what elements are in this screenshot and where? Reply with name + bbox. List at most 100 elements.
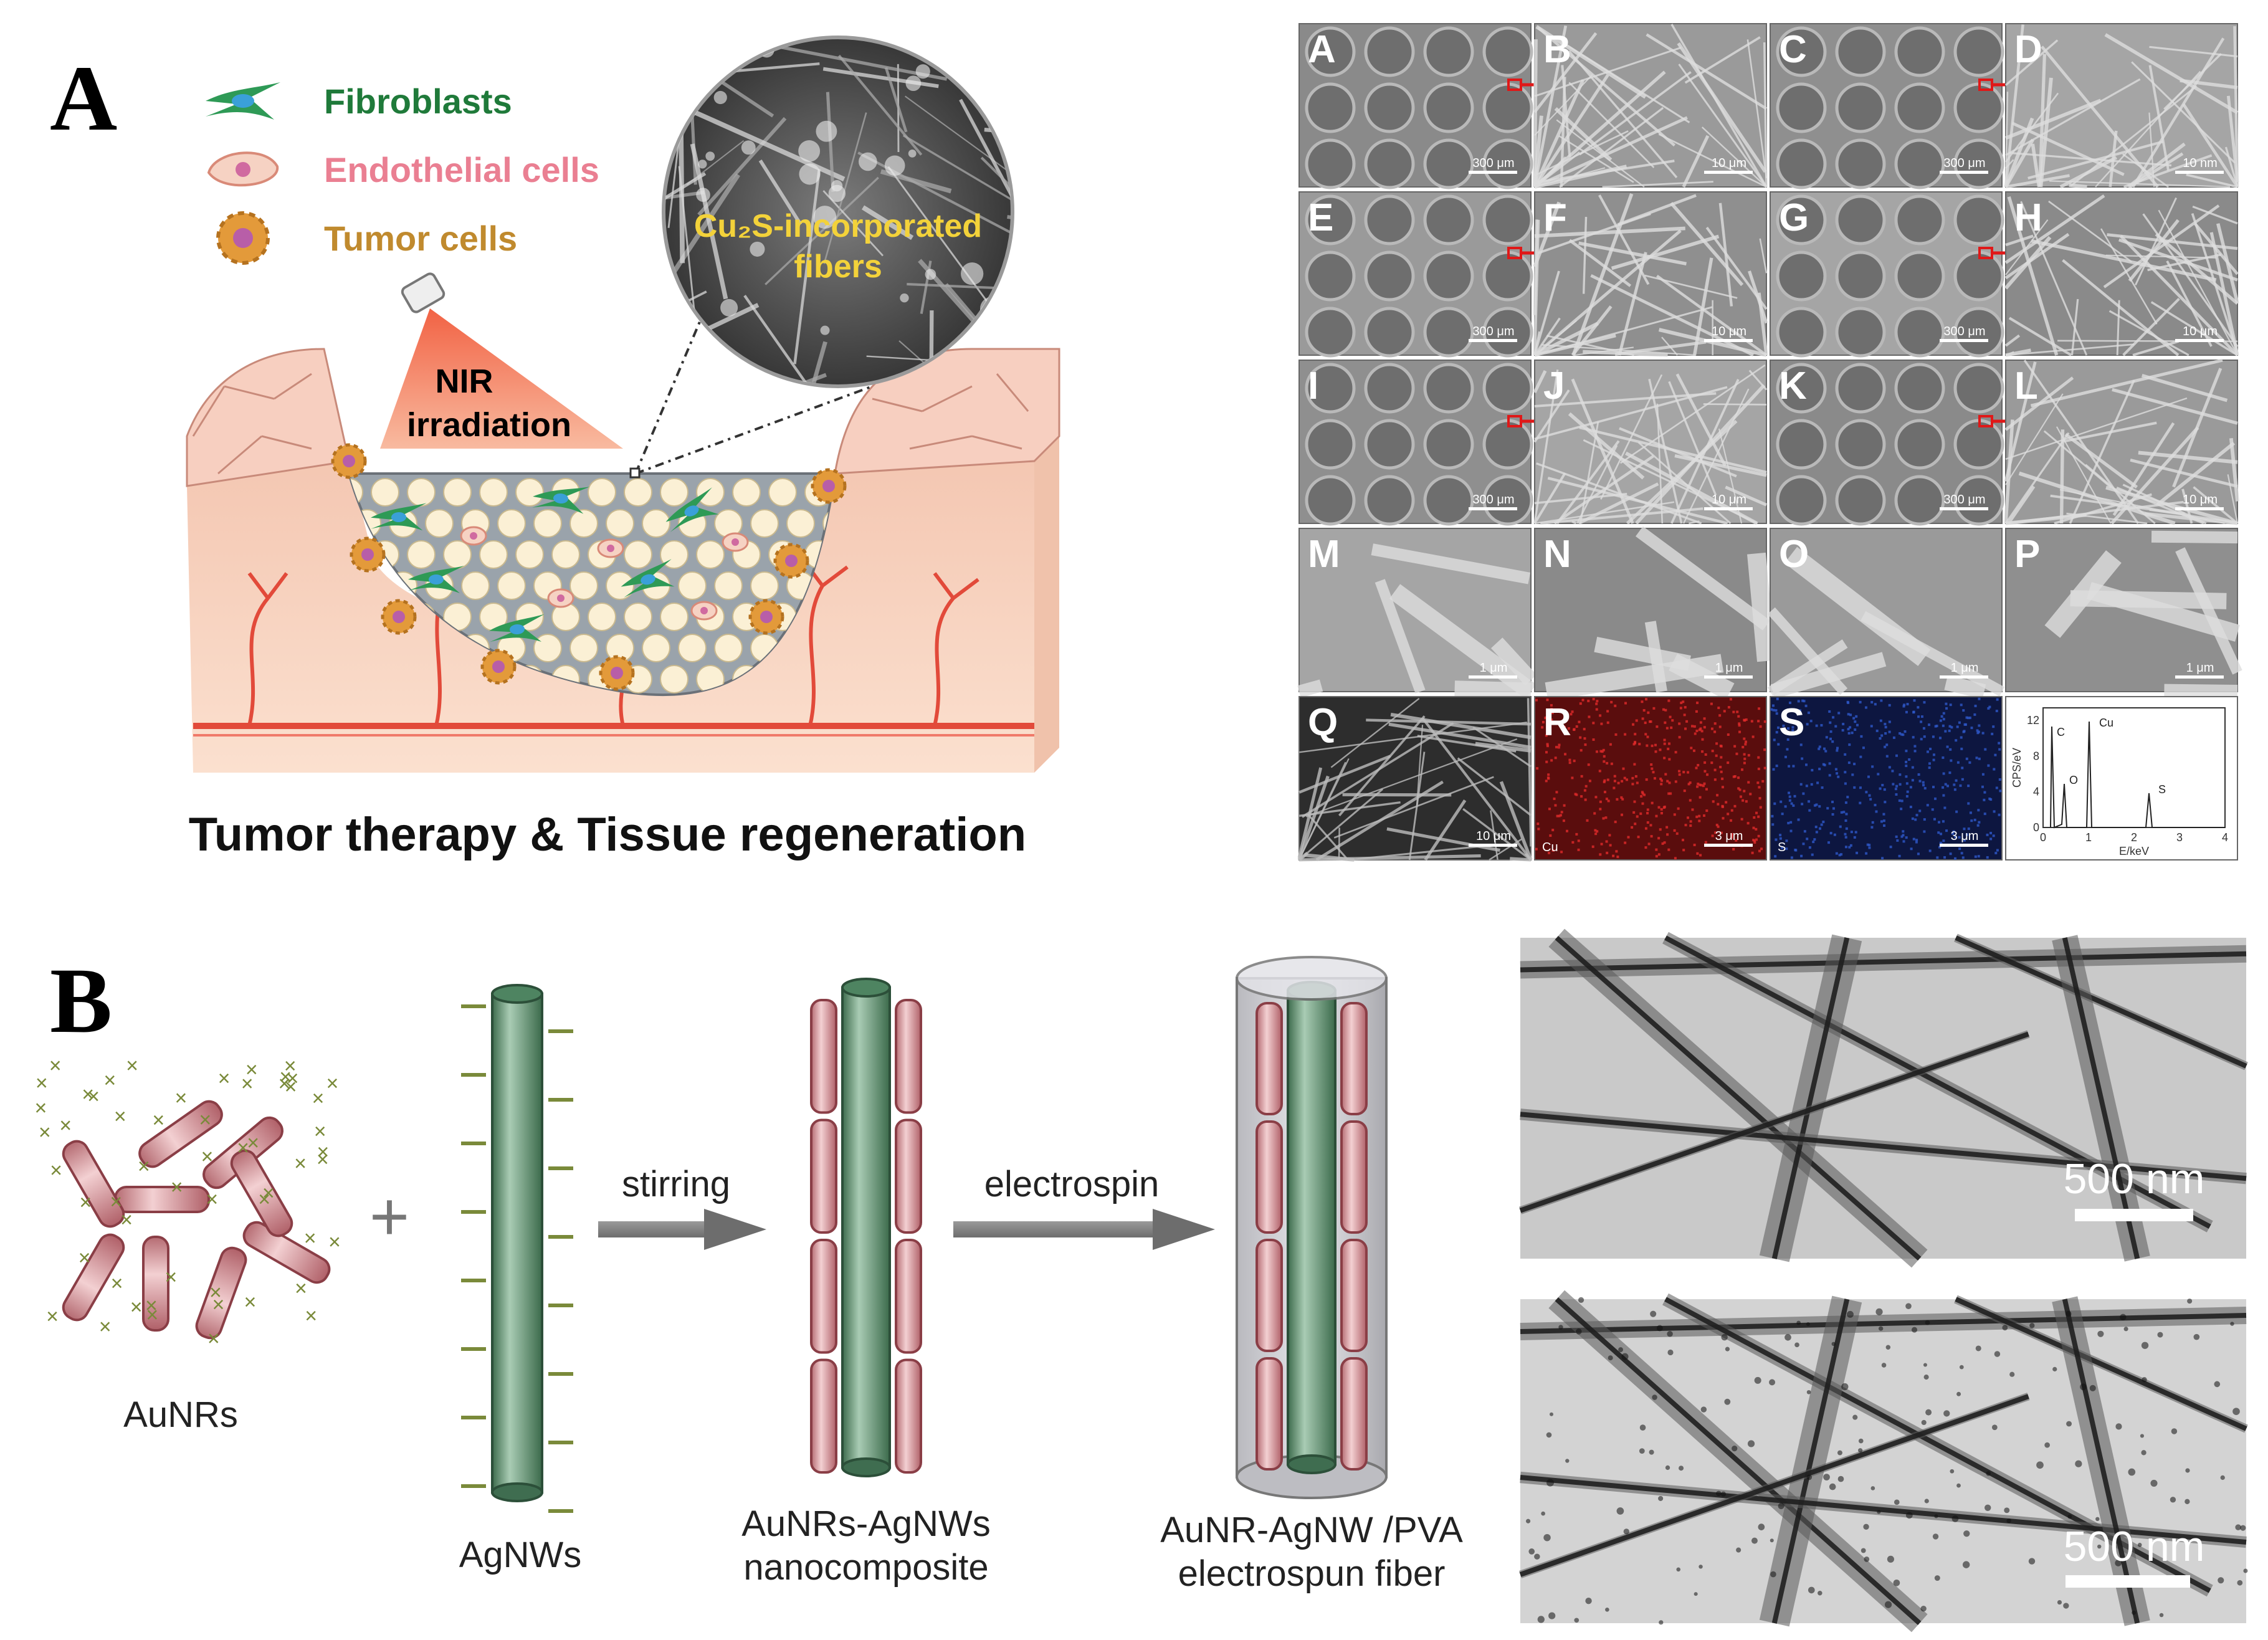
fibroblast-cell: [408, 566, 464, 593]
ligand-mark: ×: [120, 1208, 133, 1232]
sem-tile-s: S3 μmS: [1770, 696, 2003, 861]
zoom-inset: Cu₂S-incorporated fibers: [629, 36, 1014, 479]
eds-ylabel: CPS/eV: [2011, 748, 2023, 788]
ligand-mark: ×: [241, 1072, 254, 1096]
ligand-mark: ×: [152, 1108, 164, 1132]
ligand-mark: ×: [279, 1066, 292, 1089]
ligand-mark: ×: [314, 1120, 326, 1143]
tumor-cell: [480, 649, 517, 685]
aunr-rod: [138, 1100, 223, 1168]
sem-tile-letter: J: [1543, 365, 1565, 408]
sem-tile-letter: Q: [1308, 701, 1338, 744]
ligand-mark: ×: [126, 1054, 138, 1078]
aunr-rod: [230, 1149, 293, 1237]
ligand-mark: ×: [295, 1277, 307, 1300]
sem-tile-letter: C: [1779, 28, 1807, 71]
pva-electrospun-fiber: [1236, 956, 1388, 1499]
endothelial-cell: [547, 588, 574, 608]
sem-tile-b: B10 μm: [1533, 23, 1768, 189]
ligand-mark: ×: [114, 1105, 126, 1128]
ligand-mark: ×: [279, 1072, 291, 1096]
fibroblast-cell: [665, 487, 719, 533]
sem-scale-label: 1 μm: [2186, 661, 2214, 675]
sem-tile-letter: I: [1308, 365, 1318, 408]
stirring-arrow: [598, 1209, 766, 1250]
sem-tile-letter: L: [2014, 365, 2038, 408]
sem-tile-n: N1 μm: [1534, 526, 1776, 701]
ligand-mark: ×: [287, 1067, 299, 1090]
tumor-cell: [599, 655, 635, 691]
endothelial-cell: [722, 532, 749, 552]
ligand-mark: ×: [99, 1315, 112, 1338]
sem-tile-o: O1 μm: [1767, 528, 2005, 699]
tumor-cell: [381, 599, 417, 635]
ligand-mark: ×: [174, 1087, 187, 1110]
ligand-mark: ×: [145, 1294, 158, 1317]
eds-xtick: 3: [2176, 831, 2183, 844]
ligand-mark: ×: [244, 1290, 256, 1314]
sem-scale-label: 3 μm: [1951, 829, 1979, 843]
sem-tile-m: M1 μm: [1297, 528, 1537, 701]
sem-tile-i: I 300 μm: [1298, 360, 1547, 526]
panel-a-letter: A: [50, 47, 117, 150]
eds-ytick: 0: [2033, 821, 2039, 834]
sem-scale-label: 300 μm: [1943, 156, 1985, 170]
nir-label-line1: NIR: [436, 363, 493, 400]
aunr-rod: [142, 1236, 169, 1332]
ligand-mark: ×: [201, 1145, 213, 1168]
ligand-mark: ×: [35, 1096, 47, 1120]
fibroblast-cell: [371, 503, 427, 531]
sem-tile-letter: K: [1779, 365, 1807, 408]
sem-tile-letter: M: [1308, 533, 1340, 576]
fibroblast-cell: [621, 559, 675, 598]
sem-tile-letter: P: [2014, 533, 2040, 576]
tumor-cell: [748, 599, 784, 635]
ligand-mark: ×: [245, 1058, 258, 1082]
aunr-rod: [195, 1246, 247, 1340]
tumor-cell-icon: [216, 211, 270, 265]
eds-peak-label: Cu: [2099, 717, 2113, 729]
fibroblast-cell: [489, 614, 545, 642]
eds-ytick: 12: [2027, 714, 2039, 727]
panel-b-letter: B: [50, 949, 112, 1052]
tumor-cell: [331, 443, 367, 479]
ligand-mark: ×: [317, 1140, 329, 1164]
tem-scale-bar-bottom: [2066, 1575, 2190, 1588]
legend: Fibroblasts Endothelial cells Tumor cell…: [206, 82, 599, 265]
ligand-mark: ×: [39, 1121, 51, 1145]
ligand-mark: ×: [79, 1246, 91, 1270]
eds-ytick: 4: [2033, 786, 2039, 798]
ligand-mark: ×: [218, 1067, 231, 1090]
stirring-label: stirring: [622, 1164, 730, 1204]
sem-tile-p: P 1 μm: [2005, 528, 2242, 698]
sem-scale-label: 300 μm: [1472, 493, 1514, 507]
sem-tile-letter: A: [1308, 28, 1336, 71]
aunrs-agnws-composite: [810, 978, 922, 1477]
composite-label-line1: AuNRs-AgNWs: [741, 1504, 991, 1544]
ligand-mark: ×: [206, 1188, 218, 1211]
legend-label-endothelial-cells: Endothelial cells: [324, 150, 599, 189]
aunrs-label: AuNRs: [123, 1394, 238, 1435]
tem-image-bottom: 500 nm: [1518, 1290, 2248, 1633]
sem-scale-label: 300 μm: [1943, 493, 1985, 507]
ligand-mark: ×: [111, 1272, 123, 1295]
eds-xlabel: E/keV: [2119, 845, 2149, 857]
ligand-mark: ×: [171, 1176, 183, 1199]
fibroblast-icon: [206, 82, 280, 120]
ligand-mark: ×: [79, 1191, 92, 1214]
sem-tile-k: K 300 μm: [1770, 360, 2018, 526]
electrospin-label: electrospin: [984, 1164, 1159, 1204]
sem-scale-label: 10 μm: [1712, 156, 1746, 170]
eds-xtick: 0: [2040, 831, 2046, 844]
eds-xtick: 1: [2085, 831, 2092, 844]
nir-lamp-icon: [380, 272, 623, 449]
ligand-mark: ×: [326, 1072, 339, 1095]
eds-xtick: 4: [2222, 831, 2228, 844]
ligand-mark: ×: [46, 1305, 59, 1328]
sem-tile-q: Q10 μm: [1297, 696, 1533, 862]
sem-scale-label: 10 μm: [2183, 325, 2218, 338]
